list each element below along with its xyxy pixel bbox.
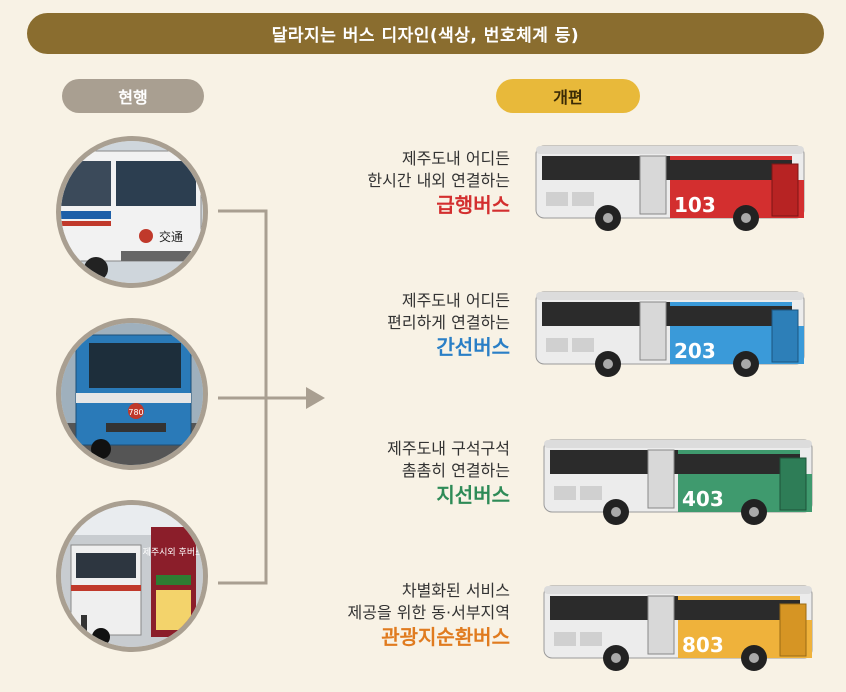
old-bus-white-photo: 交通 — [56, 136, 208, 288]
route-line1: 제주도내 구석구석 — [387, 439, 510, 458]
old-bus-stop-photo: 제주시외 후버스 — [56, 500, 208, 652]
bus-number: 803 — [682, 633, 724, 657]
route-name: 지선버스 — [436, 483, 510, 507]
route-description-express: 제주도내 어디든 한시간 내외 연결하는 급행버스 — [310, 148, 510, 218]
old-bus-sign-text: 交通 — [159, 229, 183, 244]
route-line2: 한시간 내외 연결하는 — [367, 171, 510, 190]
route-name: 급행버스 — [436, 193, 510, 217]
express-bus-illustration: 103 — [532, 134, 814, 238]
route-line2: 촘촘히 연결하는 — [401, 461, 510, 480]
route-line1: 차별화된 서비스 — [401, 581, 510, 600]
route-description-branch: 제주도내 구석구석 촘촘히 연결하는 지선버스 — [310, 438, 510, 508]
route-line1: 제주도내 어디든 — [401, 291, 510, 310]
reform-label-text: 개편 — [553, 88, 583, 107]
bus-number: 403 — [682, 487, 724, 511]
current-label: 현행 — [62, 79, 204, 113]
route-description-trunk: 제주도내 어디든 편리하게 연결하는 간선버스 — [310, 290, 510, 360]
route-line2: 제공을 위한 동·서부지역 — [347, 603, 510, 622]
old-bus-number-text: 780 — [128, 408, 143, 417]
tour-bus-illustration: 803 — [540, 574, 822, 678]
route-name: 관광지순환버스 — [381, 625, 510, 649]
route-description-tour: 차별화된 서비스 제공을 위한 동·서부지역 관광지순환버스 — [310, 580, 510, 650]
current-label-text: 현행 — [118, 88, 148, 107]
route-line1: 제주도내 어디든 — [401, 149, 510, 168]
trunk-bus-illustration: 203 — [532, 280, 814, 384]
header-title: 달라지는 버스 디자인(색상, 번호체계 등) — [271, 26, 580, 46]
header-banner: 달라지는 버스 디자인(색상, 번호체계 등) — [27, 13, 824, 54]
bus-number: 203 — [674, 339, 716, 363]
branch-bus-illustration: 403 — [540, 428, 822, 532]
bus-number: 103 — [674, 193, 716, 217]
reform-label: 개편 — [496, 79, 640, 113]
old-bus-blue-photo: 780 — [56, 318, 208, 470]
route-line2: 편리하게 연결하는 — [387, 313, 510, 332]
route-name: 간선버스 — [436, 335, 510, 359]
bus-stop-sign-text: 제주시외 후버스 — [143, 546, 203, 558]
